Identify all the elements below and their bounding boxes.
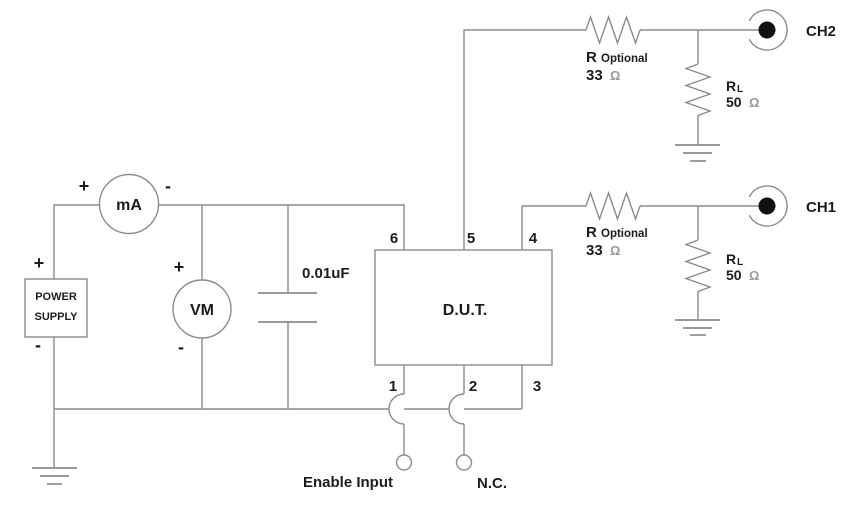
ch2-series-resistor-name: R bbox=[586, 49, 597, 66]
ch1-series-resistor-subscript: Optional bbox=[601, 228, 648, 240]
ch2-series-resistor-unit: Ω bbox=[610, 68, 620, 83]
ch2-load-resistor-name: R bbox=[726, 78, 736, 94]
wires bbox=[53, 29, 759, 468]
ammeter-plus: + bbox=[79, 176, 90, 196]
capacitor-symbol bbox=[258, 292, 317, 323]
bnc-connector-ch2 bbox=[748, 9, 788, 51]
wire-top-rail bbox=[158, 204, 405, 250]
ground-symbol-ch2 bbox=[675, 144, 720, 162]
hop-arc-pin1 bbox=[388, 393, 405, 425]
dut-box bbox=[374, 249, 553, 366]
pin-4-label: 4 bbox=[529, 230, 538, 247]
ch1-series-resistor-value: 33 bbox=[586, 242, 603, 259]
ch1-load-resistor-value: 50 bbox=[726, 267, 742, 283]
pin-3-label: 3 bbox=[533, 378, 541, 395]
resistor-ch2-series bbox=[585, 14, 641, 46]
bnc-ch2-center-pin bbox=[758, 21, 776, 39]
ch2-load-resistor-value: 50 bbox=[726, 94, 742, 110]
ground-symbol-ch1 bbox=[675, 319, 720, 336]
power-supply-minus: - bbox=[35, 335, 41, 355]
dut-label: D.U.T. bbox=[443, 302, 487, 319]
bnc-connector-ch1 bbox=[748, 185, 788, 227]
nc-label: N.C. bbox=[477, 475, 507, 492]
ground-symbol-left bbox=[32, 467, 77, 485]
pin-6-label: 6 bbox=[390, 230, 398, 247]
nc-terminal bbox=[455, 454, 473, 471]
bnc-ch1-center-pin bbox=[758, 197, 776, 215]
ch1-series-resistor-unit: Ω bbox=[610, 243, 620, 258]
ch1-load-resistor-subscript: L bbox=[737, 257, 743, 268]
power-supply-plus: + bbox=[34, 253, 45, 273]
ch1-load-resistor-unit: Ω bbox=[749, 268, 759, 283]
ch1-label: CH1 bbox=[806, 199, 836, 216]
bnc-ch2-shield-arc bbox=[748, 9, 788, 51]
resistor-ch2-load bbox=[683, 63, 713, 117]
ch2-series-resistor-value: 33 bbox=[586, 67, 603, 84]
ammeter-label: mA bbox=[116, 197, 142, 214]
capacitor-value: 0.01uF bbox=[302, 265, 350, 282]
pin-1-label: 1 bbox=[389, 378, 397, 395]
ch1-series-resistor-name: R bbox=[586, 224, 597, 241]
power-supply-label-line2: SUPPLY bbox=[34, 311, 78, 323]
ch2-load-resistor-subscript: L bbox=[737, 84, 743, 95]
enable-input-label: Enable Input bbox=[303, 474, 393, 491]
voltmeter-plus: + bbox=[174, 257, 185, 277]
ammeter-circle bbox=[98, 173, 160, 235]
voltmeter-label: VM bbox=[190, 302, 214, 319]
power-supply-box bbox=[24, 278, 88, 338]
enable-input-terminal bbox=[395, 454, 413, 471]
ch1-load-resistor-name: R bbox=[726, 251, 736, 267]
ch2-load-resistor-unit: Ω bbox=[749, 95, 759, 110]
bnc-ch1-shield-arc bbox=[748, 185, 788, 227]
wire-supply-to-ammeter bbox=[53, 204, 99, 279]
wire-pin4-to-ch1 bbox=[521, 205, 586, 250]
resistor-ch1-load bbox=[683, 239, 713, 293]
ch2-series-resistor-subscript: Optional bbox=[601, 53, 648, 65]
voltmeter-minus: - bbox=[178, 337, 184, 357]
ch2-label: CH2 bbox=[806, 23, 836, 40]
pin-5-label: 5 bbox=[467, 230, 475, 247]
resistor-ch1-series bbox=[585, 190, 641, 222]
wire-pin5-to-ch2 bbox=[463, 29, 586, 250]
ammeter-minus: - bbox=[165, 176, 171, 196]
hop-arc-pin2 bbox=[448, 393, 465, 425]
pin-2-label: 2 bbox=[469, 378, 477, 395]
voltmeter-circle bbox=[172, 279, 232, 339]
power-supply-label-line1: POWER bbox=[35, 291, 77, 303]
